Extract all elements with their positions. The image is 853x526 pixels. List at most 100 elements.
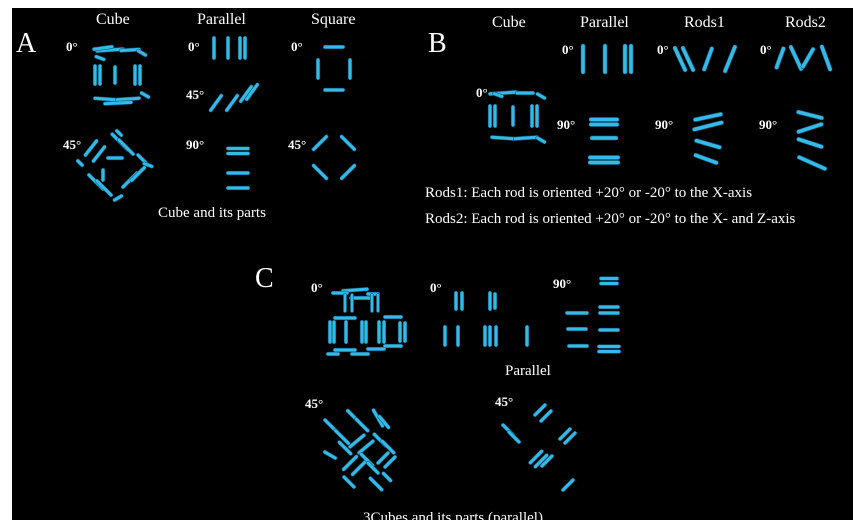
cube-rod [136, 48, 148, 58]
panel-b-note-rods2: Rods2: Each rod is oriented +20° or -20°… [425, 211, 796, 227]
parallel-rod [562, 430, 578, 446]
parallel-rod [224, 93, 240, 113]
panel-a-col-cube: Cube [96, 11, 130, 28]
square-rod [339, 163, 357, 181]
panel-c-3cubes-angle-45: 45° [305, 396, 324, 411]
panel-b-cube-angle-0: 0° [476, 85, 488, 100]
cube-rod [75, 158, 85, 168]
panel-b-col-rods2: Rods2 [785, 14, 826, 31]
cube-rod [365, 460, 381, 476]
rods1-rod [694, 138, 722, 150]
cube-rod [322, 449, 338, 461]
cube-rod [94, 46, 126, 54]
panel-a-parallel-angle-45: 45° [186, 87, 205, 102]
cube-rod [83, 138, 99, 158]
panel-b-col-rods1: Rods1 [684, 14, 725, 31]
panel-c-subcaption: Parallel [505, 363, 551, 379]
panel-b-col-cube: Cube [492, 14, 526, 31]
cube-rod [489, 135, 517, 141]
cube-rod [333, 428, 351, 446]
parallel-rod [539, 453, 555, 469]
panel-b-parallel-angle-0: 0° [562, 42, 574, 57]
rods2-rod [819, 44, 833, 72]
rods2-rod [796, 154, 828, 172]
cube-rod [377, 414, 391, 430]
cube-rod [382, 454, 398, 470]
cube-rod [139, 90, 151, 100]
panel-b-rods2-angle-0: 0° [760, 42, 772, 57]
rods2-rod [796, 109, 824, 121]
panel-b-rods1-angle-90: 90° [655, 117, 674, 132]
cube-rod [94, 54, 106, 62]
panel-a-cube-angle-0: 0° [66, 39, 78, 54]
panel-b-rods2-angle-90: 90° [759, 117, 778, 132]
panel-a-square-angle-0: 0° [291, 39, 303, 54]
cube-rod [340, 287, 370, 293]
panel-b-parallel-angle-90: 90° [557, 117, 576, 132]
panel-b-col-parallel: Parallel [580, 14, 629, 31]
panel-a-square-angle-45: 45° [288, 137, 307, 152]
panel-c-letter: C [255, 263, 274, 294]
panel-c-parallel-angle-90: 90° [553, 276, 572, 291]
rods1-rod [701, 46, 715, 72]
panel-a-col-parallel: Parallel [197, 11, 246, 28]
parallel-rod [506, 429, 522, 445]
rods2-rod [788, 44, 804, 72]
cube-rod [91, 44, 115, 52]
panel-a-caption: Cube and its parts [158, 205, 266, 221]
rods1-rod [692, 111, 724, 123]
parallel-rod [533, 453, 549, 469]
cube-rod [381, 471, 393, 483]
rods1-rod [693, 152, 719, 166]
cube-rod [348, 433, 366, 449]
rods2-rod [800, 46, 816, 70]
parallel-rod [244, 82, 260, 102]
panel-a-col-square: Square [311, 11, 356, 28]
panel-c-parallel-angle-45: 45° [495, 394, 514, 409]
square-rod [311, 163, 329, 181]
panel-a-parallel-angle-0: 0° [188, 39, 200, 54]
cube-rod [341, 474, 357, 490]
cube-rod [92, 96, 118, 102]
panel-a-cube-angle-45: 45° [63, 137, 82, 152]
cube-rod [116, 137, 136, 157]
cube-rod [102, 100, 134, 106]
cube-rod [112, 193, 124, 203]
cube-rod [129, 165, 147, 183]
cube-rod [375, 450, 391, 466]
rods1-rod [692, 120, 724, 132]
parallel-rod [557, 426, 573, 442]
cube-rod [512, 135, 540, 141]
cube-rod [357, 439, 375, 455]
panel-c-caption: 3Cubes and its parts (parallel) [363, 510, 543, 526]
cube-rod [368, 476, 384, 492]
panel-b-note-rods1: Rods1: Each rod is oriented +20° or -20°… [425, 185, 753, 201]
cube-rod [350, 459, 368, 477]
cube-rod [94, 178, 114, 198]
panel-a-parallel-angle-90: 90° [186, 137, 205, 152]
cube-rod [114, 96, 142, 102]
black-panel-background [12, 8, 853, 520]
cube-rod [341, 454, 359, 472]
parallel-rod [560, 477, 576, 493]
panel-c-parallel-angle-0: 0° [430, 280, 442, 295]
parallel-rod [528, 449, 544, 465]
rods1-rod [722, 44, 738, 74]
rods1-rod [680, 45, 696, 73]
square-rod [339, 134, 357, 152]
cube-rod [118, 47, 142, 53]
panel-c-3cubes-angle-0: 0° [311, 280, 323, 295]
square-rod [311, 134, 329, 152]
panel-a-letter: A [16, 28, 37, 59]
cube-rod [380, 439, 396, 455]
cube-rod [535, 91, 547, 101]
cube-rod [354, 417, 370, 433]
parallel-rod [532, 402, 548, 418]
cube-rod [535, 135, 547, 145]
cube-rod [345, 408, 359, 422]
cube-rod [114, 128, 124, 138]
cube-rod [322, 417, 338, 433]
cube-rod [492, 91, 504, 99]
cube-rod [91, 144, 107, 164]
